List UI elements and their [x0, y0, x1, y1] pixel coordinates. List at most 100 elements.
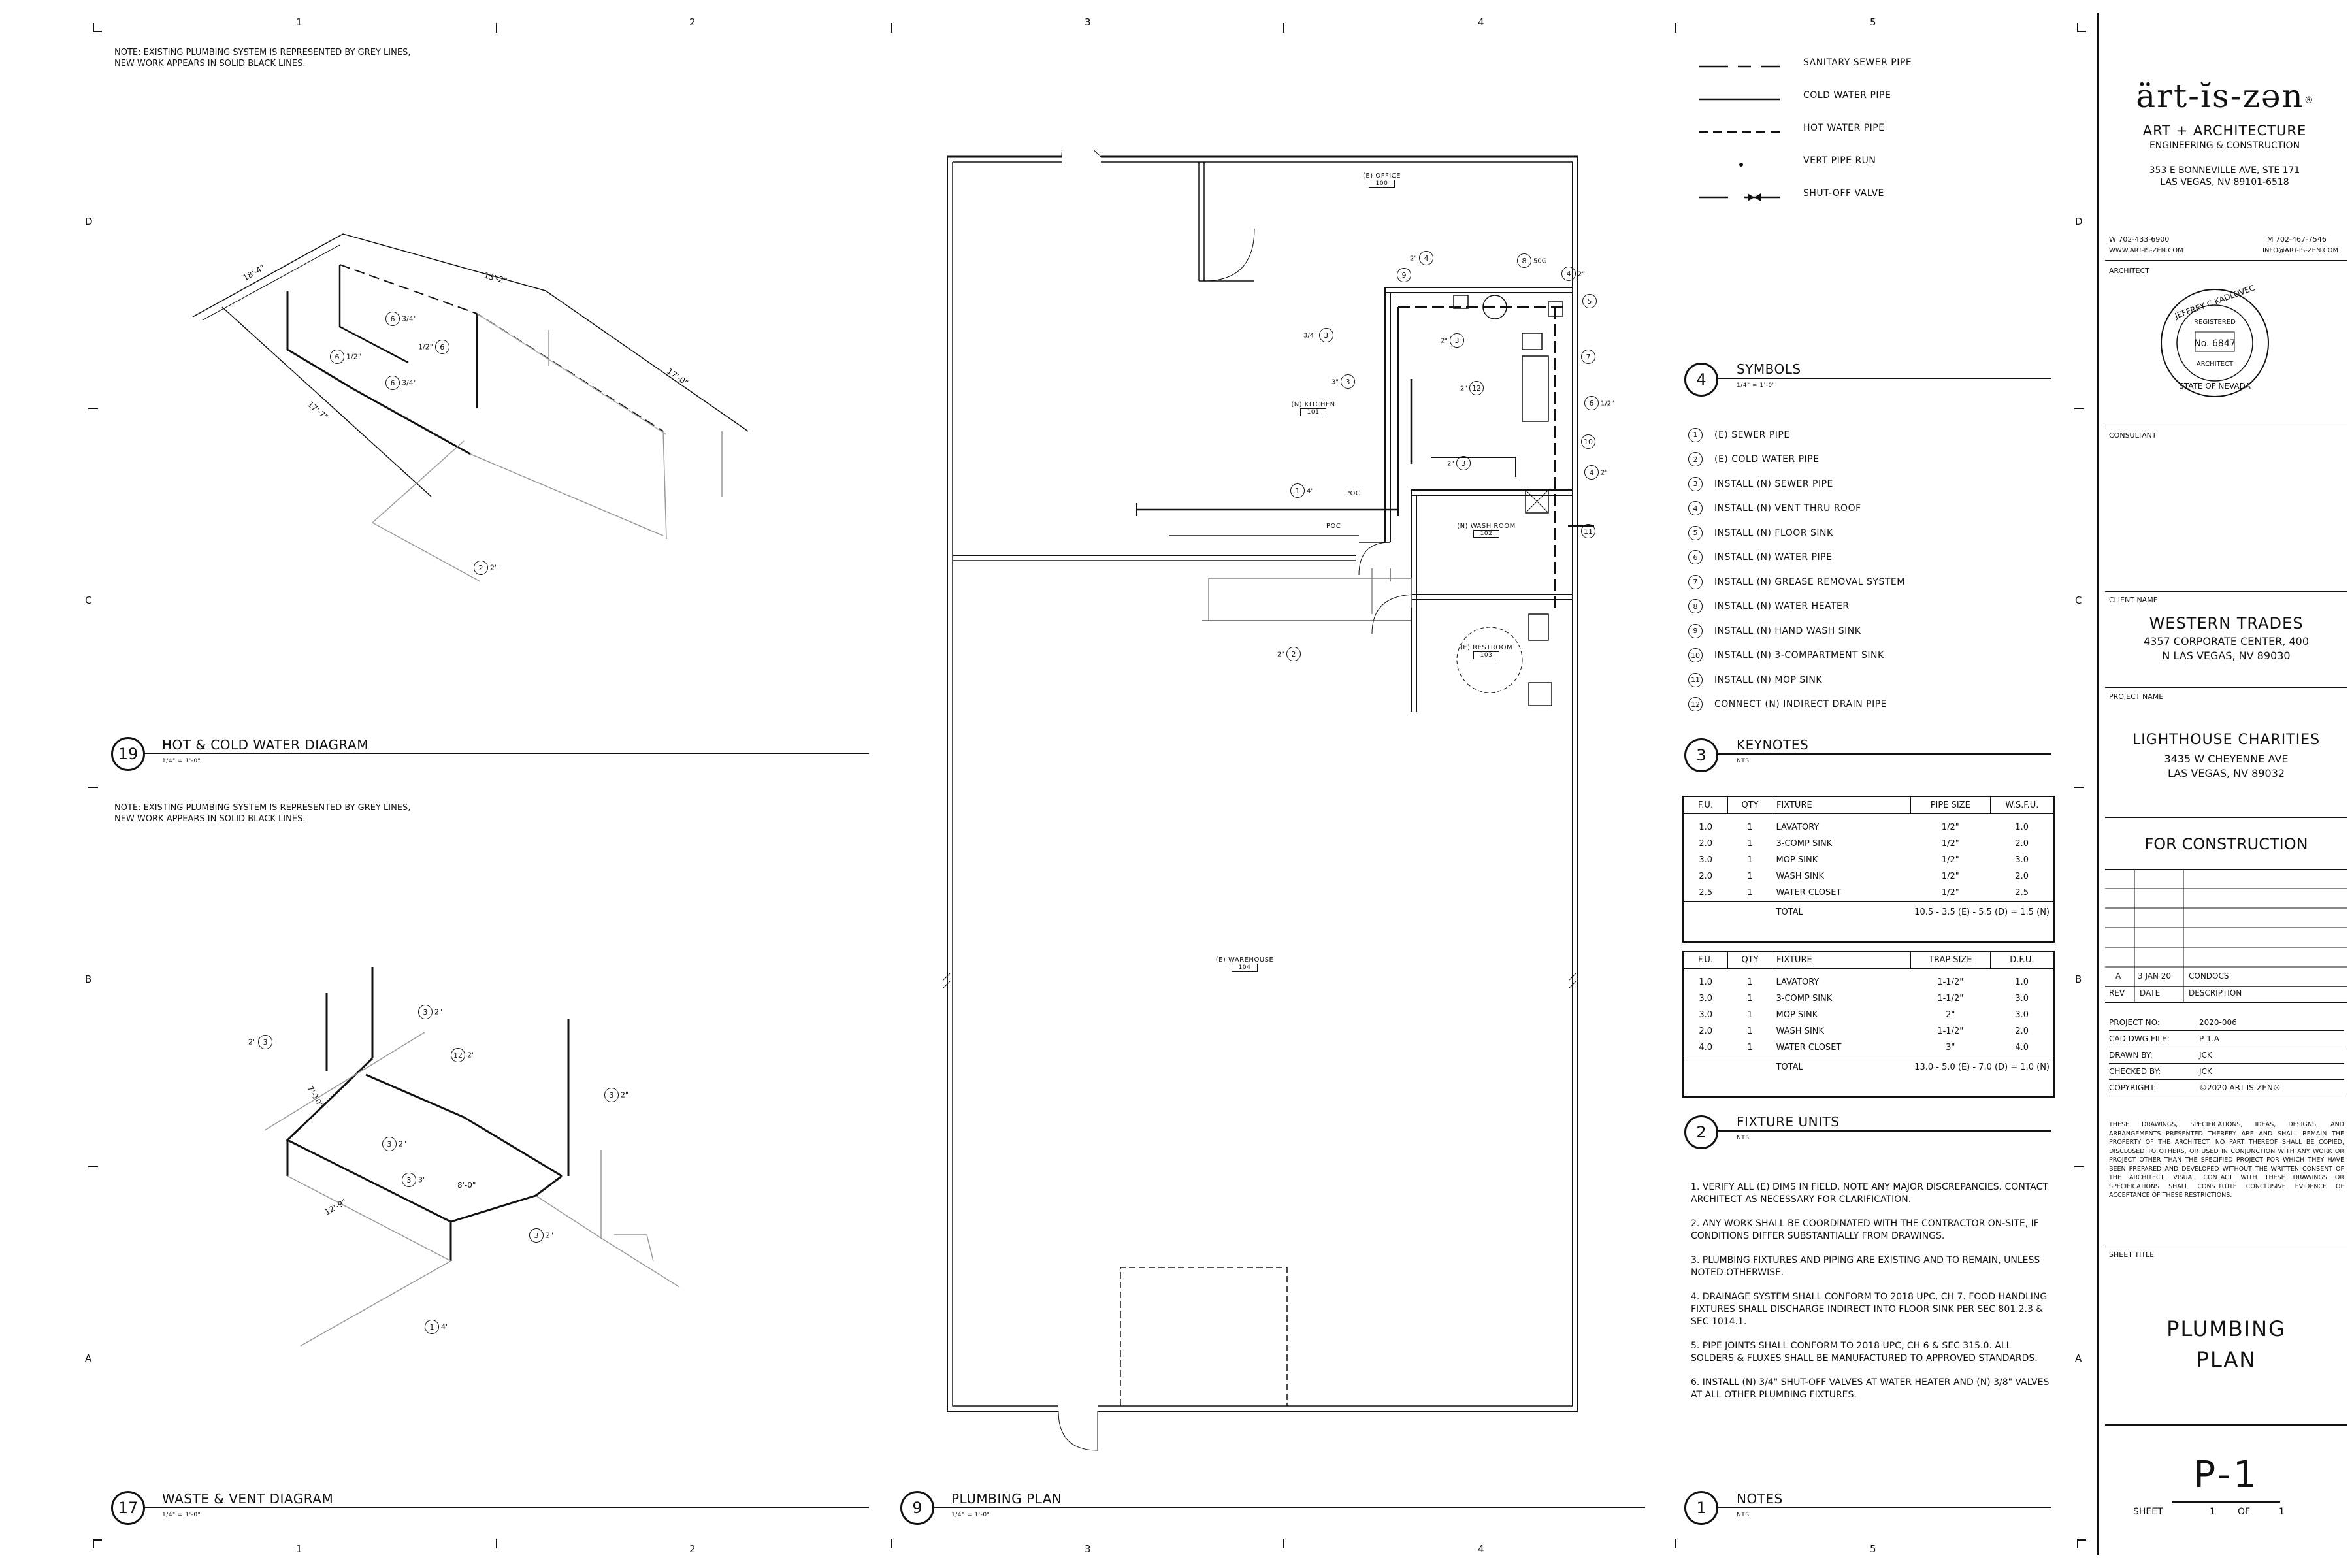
plan-tag-6: 2"3 [1441, 333, 1464, 348]
wsfu-total-row: TOTAL 10.5 - 3.5 (E) - 5.5 (D) = 1.5 (N) [1684, 902, 2053, 923]
waste-vent-detail-bubble: 17 [111, 1491, 145, 1525]
room-washroom-num: 102 [1473, 530, 1500, 538]
plan-tag-12: 10 [1581, 434, 1595, 449]
pipe-legend: SANITARY SEWER PIPE COLD WATER PIPE HOT … [1803, 57, 1912, 221]
seal-number: No. 6847 [2194, 338, 2236, 349]
room-warehouse: (E) WAREHOUSE 104 [1215, 956, 1274, 972]
fixture-units-title: FIXTURE UNITS [1737, 1114, 1840, 1130]
grid-top-1: 1 [296, 16, 303, 28]
sheet-of: OF [2238, 1507, 2251, 1517]
waste-vent-scale: 1/4" = 1'-0" [162, 1512, 201, 1518]
grid-top-2: 2 [689, 16, 696, 28]
poc-label-2: POC [1326, 523, 1341, 530]
hot-cold-tag-3: 1/2"6 [418, 340, 449, 354]
sheet-num: 1 [2210, 1507, 2215, 1517]
tb-line-8 [2105, 1424, 2347, 1426]
firm-tagline: ART + ARCHITECTURE [2142, 123, 2307, 139]
legend-valve: SHUT-OFF VALVE [1803, 188, 1884, 199]
keynotes-scale: NTS [1737, 758, 1750, 764]
wsfu-h-wsfu: W.S.F.U. [2005, 800, 2039, 810]
grid-right-C: C [2075, 595, 2082, 606]
grid-left-D: D [85, 216, 93, 227]
pipe-legend-lines [1699, 65, 1780, 201]
notes-title-line [1717, 1507, 2051, 1508]
grid-top-4: 4 [1478, 16, 1485, 28]
legend-vert: VERT PIPE RUN [1803, 155, 1876, 166]
sheet-title-line2: PLAN [2196, 1347, 2257, 1372]
dfu-h-dfu: D.F.U. [2010, 955, 2034, 965]
waste-dim-3: 12'-9" [323, 1197, 348, 1217]
revision-rev: A [2115, 972, 2121, 981]
notes-title: NOTES [1737, 1491, 1783, 1507]
wsfu-h-qty: QTY [1727, 797, 1772, 814]
grid-bottom-1: 1 [296, 1543, 303, 1555]
architect-label: ARCHITECT [2109, 267, 2149, 275]
grid-bottom-5: 5 [1870, 1543, 1877, 1555]
dfu-h-fixture: FIXTURE [1772, 952, 1911, 969]
waste-vent-title-line [144, 1507, 869, 1508]
symbols-title-line [1717, 378, 2051, 379]
sheet-number-underline [2172, 1501, 2280, 1503]
info-row: CHECKED BY:JCK [2109, 1064, 2344, 1080]
plan-detail-bubble: 9 [900, 1491, 934, 1525]
grid-bottom-2: 2 [689, 1543, 696, 1555]
seal-state: STATE OF NEVADA [2179, 382, 2251, 391]
room-kitchen-name: (N) KITCHEN [1291, 401, 1335, 408]
client-address-1: 4357 CORPORATE CENTER, 400 [2143, 635, 2310, 647]
symbols-scale: 1/4" = 1'-0" [1737, 382, 1776, 389]
plan-title: PLUMBING PLAN [951, 1491, 1062, 1507]
wsfu-h-pipe: PIPE SIZE [1910, 797, 1991, 814]
existing-note-top: NOTE: EXISTING PLUMBING SYSTEM IS REPRES… [114, 47, 410, 69]
dfu-total-label: TOTAL [1776, 1062, 1803, 1072]
dfu-total-value: 13.0 - 5.0 (E) - 7.0 (D) = 1.0 (N) [1914, 1062, 2050, 1072]
revision-description: CONDOCS [2189, 972, 2229, 981]
dfu-total-row: TOTAL 13.0 - 5.0 (E) - 7.0 (D) = 1.0 (N) [1684, 1056, 2053, 1078]
existing-note-line2: NEW WORK APPEARS IN SOLID BLACK LINES. [114, 59, 306, 69]
legend-sewer: SANITARY SEWER PIPE [1803, 57, 1912, 68]
rev-header-date: DATE [2140, 988, 2161, 998]
plan-tag-7: 7 [1581, 350, 1595, 364]
waste-vent-title: WASTE & VENT DIAGRAM [162, 1491, 334, 1507]
firm-tagline-2: ENGINEERING & CONSTRUCTION [2149, 140, 2300, 151]
hot-cold-scale: 1/4" = 1'-0" [162, 758, 201, 764]
hot-cold-detail-bubble: 19 [111, 737, 145, 771]
dfu-h-qty: QTY [1727, 952, 1772, 969]
poc-label-1: POC [1346, 490, 1361, 497]
sheet-title-line1: PLUMBING [2166, 1316, 2286, 1341]
project-info: PROJECT NO:2020-006 CAD DWG FILE:P-1.A D… [2109, 1015, 2344, 1096]
room-restroom-name: (E) RESTROOM [1460, 644, 1513, 651]
revision-date: 3 JAN 20 [2138, 972, 2172, 981]
architect-seal [2161, 289, 2269, 397]
grid-left-A: A [85, 1352, 92, 1364]
hot-cold-isometric-diagram: 18'-4" 13'-2" 17'-0" 17'-7" [192, 233, 749, 582]
keynotes-bubble: 3 [1684, 738, 1718, 772]
tb-line-1 [2105, 260, 2347, 261]
grid-right-B: B [2075, 973, 2082, 985]
info-row: CAD DWG FILE:P-1.A [2109, 1031, 2344, 1047]
dfu-h-fu: F.U. [1684, 952, 1728, 969]
hot-cold-title: HOT & COLD WATER DIAGRAM [162, 737, 368, 753]
tb-line-6 [2105, 869, 2347, 870]
info-row: COPYRIGHT:©2020 ART-IS-ZEN® [2109, 1080, 2344, 1096]
firm-logo-mark: ® [2304, 95, 2313, 106]
hot-cold-title-line [144, 753, 869, 754]
consultant-label: CONSULTANT [2109, 431, 2157, 440]
grid-bottom-4: 4 [1478, 1543, 1485, 1555]
client-label: CLIENT NAME [2109, 596, 2158, 604]
grid-top-5: 5 [1870, 16, 1877, 28]
legend-cold: COLD WATER PIPE [1803, 90, 1891, 101]
project-address-1: 3435 W CHEYENNE AVE [2164, 753, 2289, 765]
existing-note-mid-line2: NEW WORK APPEARS IN SOLID BLACK LINES. [114, 814, 306, 824]
